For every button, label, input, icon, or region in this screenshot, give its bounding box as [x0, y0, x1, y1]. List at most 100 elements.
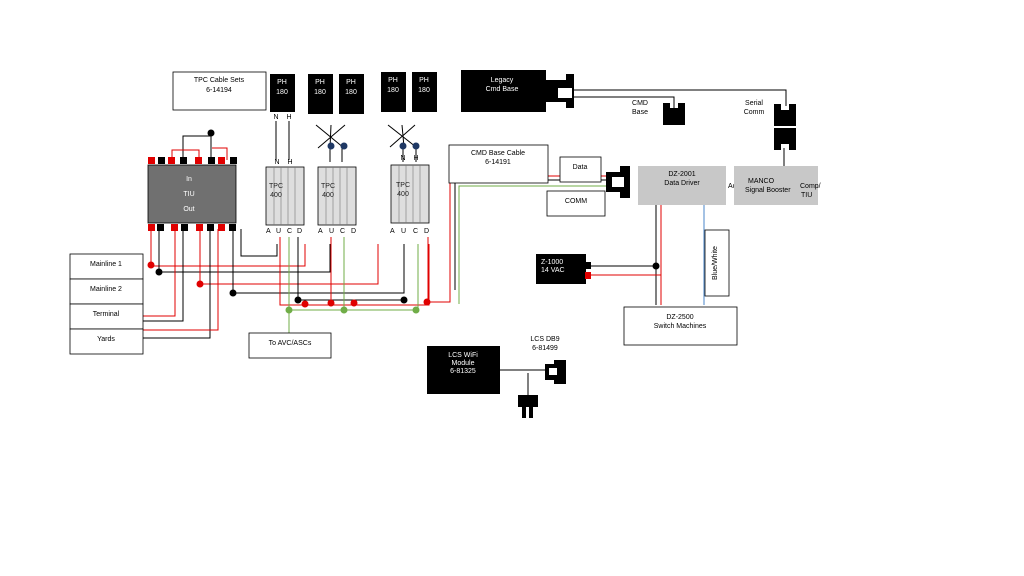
diagram-label: TPC: [269, 183, 283, 190]
track-label: Terminal: [93, 311, 120, 318]
track-label: Yards: [97, 336, 115, 343]
dz2001-data-driver: DZ-2001 Data Driver Acc: [638, 166, 740, 205]
legacy-to-manco: [572, 89, 787, 106]
track-label: Mainline 1: [90, 261, 122, 268]
diagram-label: Comm: [744, 109, 765, 116]
diagram-label: PH: [277, 79, 287, 86]
diagram-label: U: [276, 228, 281, 235]
tiu-to-tpc1-black: [240, 229, 278, 257]
cmd-base-connector-icon: [663, 103, 685, 125]
tpc1-u-red: [279, 237, 430, 306]
tiu-top-red-wire-2: [212, 147, 228, 160]
diagram-label: H: [286, 114, 291, 121]
legacy-cmd-base: Legacy Cmd Base: [461, 70, 574, 112]
diagram-label: D: [351, 228, 356, 235]
diagram-label: D: [424, 228, 429, 235]
tiu-to-yards-black: [142, 229, 211, 339]
ph1-nh-wires: [275, 121, 290, 160]
serial-comm-connector: Serial Comm: [744, 100, 796, 150]
tiu-to-yards-red: [142, 229, 219, 331]
tiu-to-mainline1-black: [158, 229, 331, 273]
diagram-label: Serial: [745, 100, 763, 107]
tiu-to-terminal-black: [142, 229, 184, 322]
tpc400-unit: N H TPC 400 A U C D: [390, 155, 430, 235]
diagram-label: LCS WiFi: [448, 352, 478, 359]
diagram-label: 14 VAC: [541, 267, 565, 274]
z1000-transformer: Z-1000 14 VAC: [536, 254, 591, 284]
manco-signal-booster: MANCO Signal Booster Comp/ TIU: [734, 166, 821, 205]
diagram-label: PH: [346, 79, 356, 86]
diagram-label: A: [266, 228, 271, 235]
diagram-label: N: [273, 114, 278, 121]
diagram-label: Signal Booster: [745, 187, 791, 194]
diagram-label: C: [340, 228, 345, 235]
tpc400-unit: TPC 400 A U C D: [317, 166, 357, 235]
cmd-cable-green: [458, 185, 612, 304]
diagram-label: 6-14194: [206, 87, 232, 94]
diagram-label: C: [287, 228, 292, 235]
ph180-unit: PH 180: [381, 72, 406, 112]
diagram-label: TIU: [183, 191, 194, 198]
diagram-label: Switch Machines: [654, 323, 707, 330]
tpc1-d-black: [297, 237, 404, 301]
tiu-top-red-wire: [171, 149, 200, 160]
diagram-label: Comp/: [800, 183, 821, 190]
cmd-base-cable-box: CMD Base Cable 6-14191: [448, 144, 549, 184]
diagram-label: CMD Base Cable: [471, 150, 525, 157]
diagram-label: TPC: [396, 182, 410, 189]
diagram-label: Out: [183, 206, 194, 213]
diagram-label: C: [413, 228, 418, 235]
diagram-label: 180: [418, 87, 430, 94]
diagram-label: N: [274, 159, 279, 166]
diagram-label: U: [329, 228, 334, 235]
diagram-label: A: [318, 228, 323, 235]
tpc-c-green: [288, 237, 419, 333]
diagram-label: TPC Cable Sets: [194, 77, 245, 84]
avc-box: To AVC/ASCs: [248, 332, 332, 359]
diagram-label: N: [400, 155, 405, 162]
ph180-unit: PH 180: [308, 74, 333, 114]
diagram-label: H: [413, 155, 418, 162]
tiu-to-mainline1-red: [150, 229, 306, 267]
diagram-label: Z-1000: [541, 259, 563, 266]
diagram-label: 6-81499: [532, 345, 558, 352]
tiu-terminal-posts: [148, 157, 237, 231]
diagram-label: In: [186, 176, 192, 183]
lcs-db9-plug-icon: [518, 395, 538, 418]
diagram-label: To AVC/ASCs: [269, 340, 312, 347]
diagram-label: Module: [452, 360, 475, 367]
diagram-label: PH: [419, 77, 429, 84]
tiu-to-terminal-red: [142, 229, 176, 317]
ph45-cross-wires: [387, 124, 417, 162]
diagram-label: D: [297, 228, 302, 235]
diagram-label: Data Driver: [664, 180, 700, 187]
serial-connector-icon: [774, 128, 796, 150]
junction-dots: [147, 129, 660, 314]
diagram-label: 180: [345, 89, 357, 96]
diagram-label: Base: [632, 109, 648, 116]
diagram-label: TIU: [801, 192, 812, 199]
diagram-label: 6-14191: [485, 159, 511, 166]
diagram-label: Legacy: [491, 77, 514, 84]
diagram-label: Blue/White: [712, 246, 719, 280]
ph23-cross-wires: [315, 124, 346, 162]
diagram-label: LCS DB9: [530, 336, 559, 343]
diagram-label: Data: [573, 164, 588, 171]
diagram-label: COMM: [565, 198, 587, 205]
tpc400-unit: N H TPC 400 A U C D: [265, 159, 305, 235]
diagram-label: PH: [315, 79, 325, 86]
cmd-base-connector: CMD Base: [632, 100, 685, 125]
tiu-to-mainline2-black: [232, 229, 405, 294]
diagram-label: DZ-2500: [666, 314, 693, 321]
diagram-label: TPC: [321, 183, 335, 190]
serial-connector-icon: [774, 104, 796, 126]
dz2500-switch-machines: DZ-2500 Switch Machines: [623, 306, 738, 346]
legacy-to-cmd: [572, 96, 675, 108]
tiu-unit: In TIU Out: [147, 164, 237, 224]
diagram-label: A: [390, 228, 395, 235]
tiu-top-black-wire: [182, 130, 212, 160]
diagram-label: 180: [387, 87, 399, 94]
blue-white-box: Blue/White: [704, 229, 730, 297]
diagram-label: H: [287, 159, 292, 166]
